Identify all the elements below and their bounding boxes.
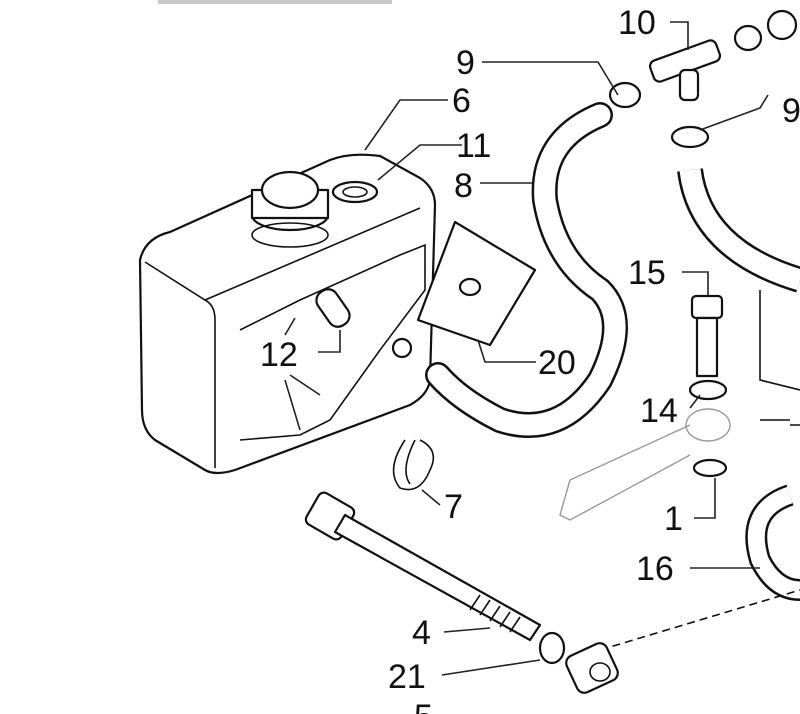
- callout-14[interactable]: 14: [640, 392, 678, 430]
- callout-4[interactable]: 4: [412, 614, 431, 652]
- callout-16[interactable]: 16: [636, 550, 674, 588]
- callout-9[interactable]: 9: [456, 44, 475, 82]
- callout-8[interactable]: 8: [454, 167, 473, 205]
- hose-8: [425, 102, 628, 438]
- callout-1[interactable]: 1: [664, 500, 683, 538]
- oil-tank: [138, 153, 437, 475]
- callout-9-right[interactable]: 9: [782, 92, 800, 130]
- callout-6[interactable]: 6: [452, 82, 471, 120]
- callout-12[interactable]: 12: [260, 336, 298, 374]
- leader-lines: [284, 21, 769, 676]
- callout-20[interactable]: 20: [538, 344, 576, 382]
- callout-21[interactable]: 21: [388, 658, 426, 696]
- callout-11[interactable]: 11: [456, 127, 491, 165]
- callout-7[interactable]: 7: [444, 488, 463, 526]
- banjo-assembly: [559, 294, 800, 651]
- clip: [392, 439, 435, 491]
- mounting-plate: [416, 220, 537, 347]
- callout-5[interactable]: 5: [414, 698, 433, 714]
- top-bar: [158, 0, 392, 4]
- callout-15[interactable]: 15: [628, 254, 666, 292]
- t-fitting: [608, 9, 800, 391]
- long-bolt: [304, 491, 619, 694]
- callout-10[interactable]: 10: [618, 4, 656, 42]
